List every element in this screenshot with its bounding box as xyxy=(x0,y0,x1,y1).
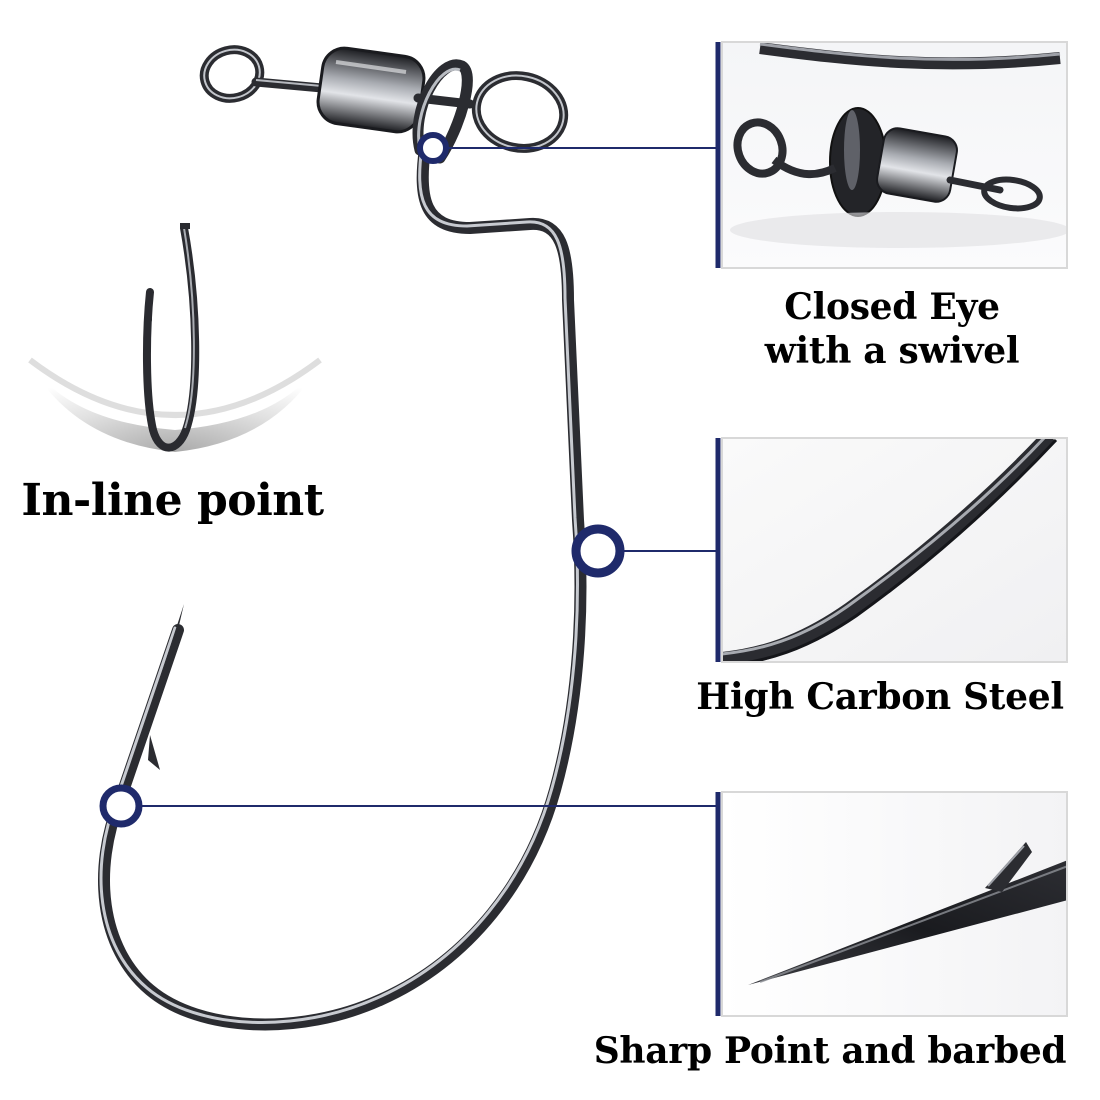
detail-panel-carbon-steel xyxy=(715,437,1068,663)
detail-panel-sharp-point xyxy=(715,791,1068,1017)
caption-carbon-steel: High Carbon Steel xyxy=(696,676,1064,718)
caption-closed-eye-line2: with a swivel xyxy=(764,329,1020,372)
detail-panel-eye xyxy=(715,41,1068,269)
caption-inline-point: In-line point xyxy=(21,475,324,526)
caption-closed-eye: Closed Eye with a swivel xyxy=(712,286,1072,374)
callout-marker-point xyxy=(99,784,143,828)
callout-marker-eye xyxy=(417,132,449,164)
main-hook xyxy=(98,45,587,1031)
caption-closed-eye-line1: Closed Eye xyxy=(784,286,1000,328)
caption-sharp-point: Sharp Point and barbed xyxy=(593,1030,1067,1072)
callout-marker-steel xyxy=(571,524,625,578)
inline-point-inset xyxy=(18,223,332,452)
leader-lines xyxy=(141,147,718,807)
